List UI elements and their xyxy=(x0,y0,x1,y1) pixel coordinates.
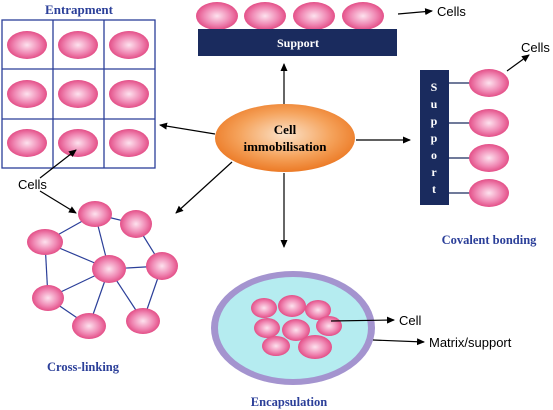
encapsulation-cell-label: Cell xyxy=(399,313,422,328)
crosslinking-title: Cross-linking xyxy=(47,360,120,374)
support-letter: t xyxy=(432,182,436,196)
support-top-cells xyxy=(196,2,384,30)
crosslinked-cell xyxy=(120,210,152,238)
support-letter: S xyxy=(431,80,438,94)
entrapment-grid xyxy=(1,19,156,169)
covalent-title: Covalent bonding xyxy=(442,233,538,247)
adsorbed-cell xyxy=(342,2,384,30)
entrapment-cells xyxy=(7,31,149,157)
bonded-cell xyxy=(469,144,509,172)
encapsulation-cell-arrow xyxy=(330,316,395,324)
encapsulated-cell xyxy=(282,319,310,341)
support-letter: p xyxy=(431,131,438,145)
crosslinked-cell xyxy=(146,252,178,280)
support-top-cells-arrow xyxy=(397,8,433,16)
entrapment-title: Entrapment xyxy=(45,2,114,17)
crosslinked-cell xyxy=(72,313,106,339)
adsorbed-cell xyxy=(293,2,335,30)
entrapped-cell xyxy=(109,129,149,157)
crosslinked-cell xyxy=(78,201,112,227)
center-line-1: Cell xyxy=(274,122,297,137)
adsorbed-cell xyxy=(244,2,286,30)
encapsulation-matrix-arrow xyxy=(372,338,425,346)
covalent-cells-label: Cells xyxy=(521,40,550,55)
support-top-label: Support xyxy=(277,36,319,50)
entrapped-cell xyxy=(58,80,98,108)
encapsulation-matrix-label: Matrix/support xyxy=(429,335,512,350)
crosslinked-cell xyxy=(32,285,64,311)
support-bar-vertical xyxy=(420,70,449,205)
encapsulated-cell xyxy=(278,295,306,317)
entrapped-cell xyxy=(58,129,98,157)
center-arrows xyxy=(159,63,411,248)
arrow-to-entrapment xyxy=(159,122,216,135)
adsorbed-cell xyxy=(196,2,238,30)
support-letter: p xyxy=(431,114,438,128)
entrapped-cell xyxy=(7,31,47,59)
support-letter: r xyxy=(431,165,437,179)
encapsulation-title: Encapsulation xyxy=(251,395,327,409)
bonded-cell xyxy=(469,69,509,97)
crosslinked-cell xyxy=(27,229,63,255)
covalent-bonds xyxy=(449,82,470,194)
entrapped-cell xyxy=(58,31,98,59)
crosslinked-cell xyxy=(92,255,126,283)
encapsulated-cell xyxy=(262,336,290,356)
support-top-cells-label: Cells xyxy=(437,4,466,19)
entrapped-cell xyxy=(109,80,149,108)
covalent-cells xyxy=(469,69,509,207)
crosslinking-cells-label: Cells xyxy=(18,177,47,192)
support-letter: u xyxy=(431,97,438,111)
support-bar-top xyxy=(198,29,397,56)
encapsulated-cell xyxy=(316,316,342,336)
entrapped-cell xyxy=(109,31,149,59)
support-vertical-letters: S u p p o r t xyxy=(431,80,438,196)
entrapped-cell xyxy=(7,80,47,108)
entrapped-cell xyxy=(7,129,47,157)
support-letter: o xyxy=(431,148,437,162)
bonded-cell xyxy=(469,179,509,207)
center-node xyxy=(215,104,355,172)
covalent-cells-arrow xyxy=(506,54,530,72)
crosslinked-cell xyxy=(126,308,160,334)
bonded-cell xyxy=(469,109,509,137)
crosslinking-cells xyxy=(27,201,178,339)
encapsulated-cell xyxy=(254,318,280,338)
encapsulated-cell xyxy=(298,335,332,359)
encapsulated-cell xyxy=(251,298,277,318)
encapsulated-cell xyxy=(305,300,331,320)
center-line-2: immobilisation xyxy=(243,139,327,154)
arrow-to-crosslinking xyxy=(175,161,233,214)
crosslinking-label-arrows xyxy=(39,149,77,214)
